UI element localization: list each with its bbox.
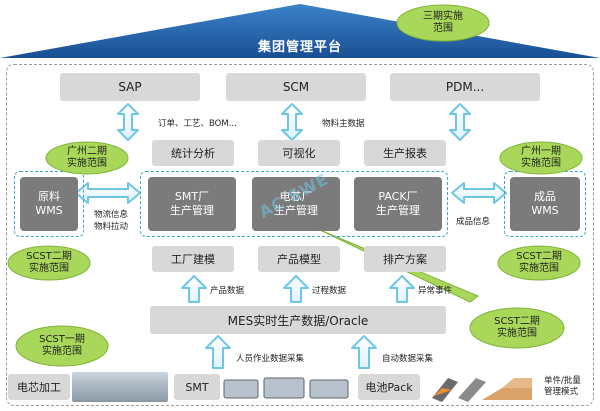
bubble-gz1: 广州一期实施范围 [498,140,584,176]
sap-box: SAP [60,73,200,101]
product-data-label: 产品数据 [210,286,245,296]
material-master-label: 物料主数据 [322,119,365,129]
cell-factory-box: 电芯厂生产管理 [252,177,340,231]
battery-pack-box: 电池Pack [358,374,420,400]
factory-model-box: 工厂建模 [152,246,234,272]
manual-collect-label: 人员作业数据采集 [236,354,305,364]
auto-collect-arrow [351,335,377,369]
bubble-scst2-mid: SCST二期实施范围 [468,306,566,350]
bubble-scst2-right: SCST二期实施范围 [496,244,582,282]
roof-banner [0,4,600,58]
scm-double-arrow [281,103,303,141]
process-data-arrow [283,275,309,303]
finished-wms-double-arrow [451,182,507,204]
single-batch-label: 单件/批量管理模式 [544,376,581,397]
exception-event-label: 异常事件 [418,286,453,296]
raw-wms-double-arrow [75,182,141,204]
bubble-scst2-left: SCST二期实施范围 [6,244,92,282]
pack-equipment-image [432,378,532,402]
platform-title: 集团管理平台 [257,40,342,55]
report-box: 生产报表 [364,140,446,166]
pdm-box: PDM... [390,73,540,101]
cell-equipment-image [72,372,168,402]
smt-factory-box: SMT厂生产管理 [148,177,236,231]
pack-factory-box: PACK厂生产管理 [354,177,442,231]
mes-box: MES实时生产数据/Oracle [150,306,446,334]
process-data-label: 过程数据 [312,286,347,296]
bubble-scst1: SCST一期实施范围 [14,324,110,368]
product-data-arrow [181,275,207,303]
bubble-gz2: 广州二期实施范围 [44,140,130,176]
equipment-row: 电芯加工 SMT 电池Pack 单件/批量管理模式 [8,372,592,404]
sap-double-arrow [117,103,139,141]
order-process-bom-label: 订单、工艺、BOM... [158,119,237,129]
auto-collect-label: 自动数据采集 [382,354,434,364]
bubble-phase3: 三期实施范围 [395,3,491,43]
schedule-solution-box: 排产方案 [364,246,446,272]
system-boundary [6,64,594,406]
pdm-double-arrow [449,103,471,141]
factories-group [140,171,448,237]
product-model-box: 产品模型 [258,246,340,272]
finished-link-label: 成品信息 [456,217,491,227]
visualization-box: 可视化 [258,140,340,166]
cell-process-box: 电芯加工 [8,374,70,400]
scm-box: SCM [226,73,366,101]
smt-box: SMT [174,374,220,400]
raw-link-label: 物流信息物料拉动 [94,210,129,232]
manual-collect-arrow [205,335,231,369]
stats-box: 统计分析 [152,140,234,166]
smt-equipment-image [223,377,349,399]
exception-event-arrow [389,275,415,303]
raw-wms-group [14,171,84,237]
